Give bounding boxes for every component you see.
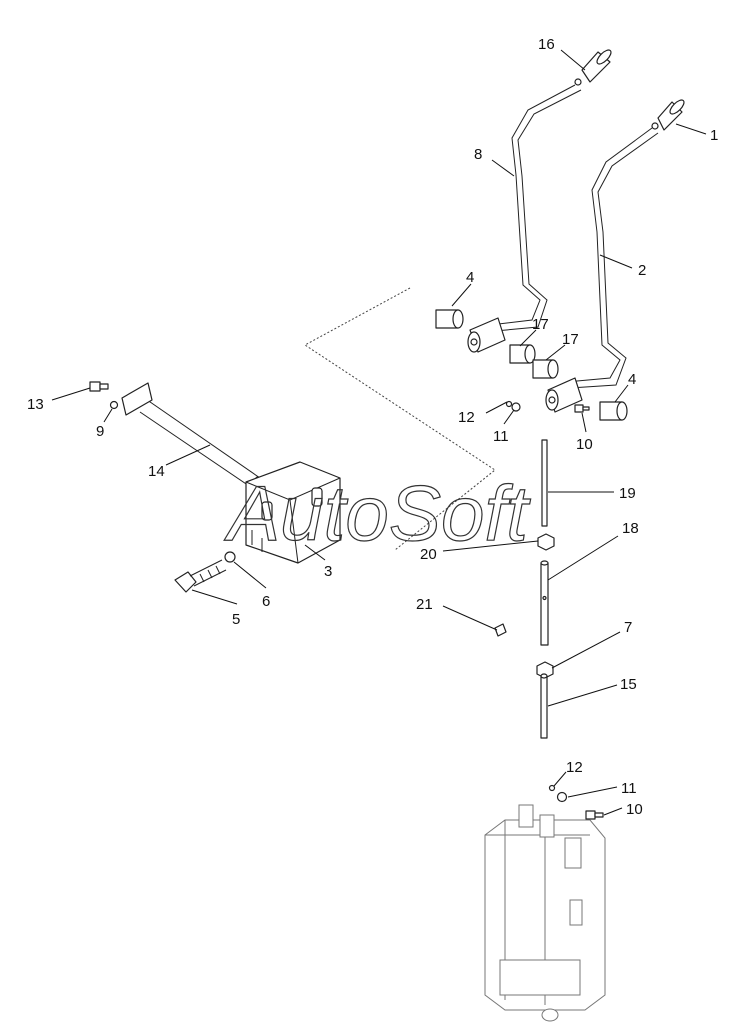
bushing-4-lower — [599, 401, 628, 421]
callout-2: 2 — [638, 262, 646, 279]
callouts: 16 1 8 2 4 17 17 4 12 11 10 13 9 14 3 6 … — [27, 36, 718, 818]
callout-21: 21 — [416, 596, 433, 613]
callout-12-lower: 12 — [566, 759, 583, 776]
lever-8 — [489, 78, 582, 332]
callout-9: 9 — [96, 423, 104, 440]
callout-11-upper: 11 — [493, 428, 509, 445]
washer-9 — [109, 400, 119, 410]
lever-2-hub — [545, 377, 583, 413]
bracket-3 — [245, 461, 341, 564]
knob-16 — [581, 49, 612, 83]
callout-13: 13 — [27, 396, 44, 413]
bushing-17-left — [509, 344, 536, 364]
callout-6: 6 — [262, 593, 270, 610]
bolt-13 — [89, 381, 109, 392]
callout-20: 20 — [420, 546, 437, 563]
callout-18: 18 — [622, 520, 639, 537]
washer-12-upper — [505, 400, 513, 408]
bushing-4-upper — [435, 309, 464, 329]
valve-block — [484, 804, 606, 1022]
callout-5: 5 — [232, 611, 240, 628]
washer-6 — [224, 551, 236, 563]
callout-19: 19 — [619, 485, 636, 502]
callout-17-left: 17 — [532, 316, 549, 333]
callout-14: 14 — [148, 463, 165, 480]
watermark: AutoSoft — [224, 469, 531, 557]
callout-17-right: 17 — [562, 331, 579, 348]
leader-lines — [51, 49, 707, 816]
lever-8-hub — [467, 317, 506, 353]
callout-3: 3 — [324, 563, 332, 580]
flange-plate — [121, 382, 153, 416]
assembly-guide-line — [304, 287, 496, 551]
rod-18 — [540, 560, 549, 646]
callout-7: 7 — [624, 619, 632, 636]
callout-8: 8 — [474, 146, 482, 163]
bolt-10-lower — [585, 810, 604, 820]
nut-11-lower — [556, 791, 568, 803]
callout-10-upper: 10 — [576, 436, 593, 453]
callout-10-lower: 10 — [626, 801, 643, 818]
knob-1 — [657, 99, 685, 131]
bolt-5 — [174, 559, 227, 593]
bolt-10-upper — [574, 404, 590, 413]
nut-11-upper — [511, 402, 521, 412]
callout-15: 15 — [620, 676, 637, 693]
callout-11-lower: 11 — [621, 780, 637, 797]
callout-4-upper: 4 — [466, 269, 474, 286]
rod-15 — [540, 673, 548, 739]
nut-20 — [537, 533, 555, 551]
rod-19 — [541, 439, 548, 527]
callout-1: 1 — [710, 127, 718, 144]
pin-21 — [494, 623, 507, 637]
nut-7 — [536, 661, 554, 679]
lever-2 — [565, 122, 659, 389]
callout-4-lower: 4 — [628, 371, 636, 388]
washer-12-lower — [548, 784, 556, 792]
callout-16: 16 — [538, 36, 555, 53]
callout-12-upper: 12 — [458, 409, 475, 426]
bushing-17-right — [532, 359, 559, 379]
